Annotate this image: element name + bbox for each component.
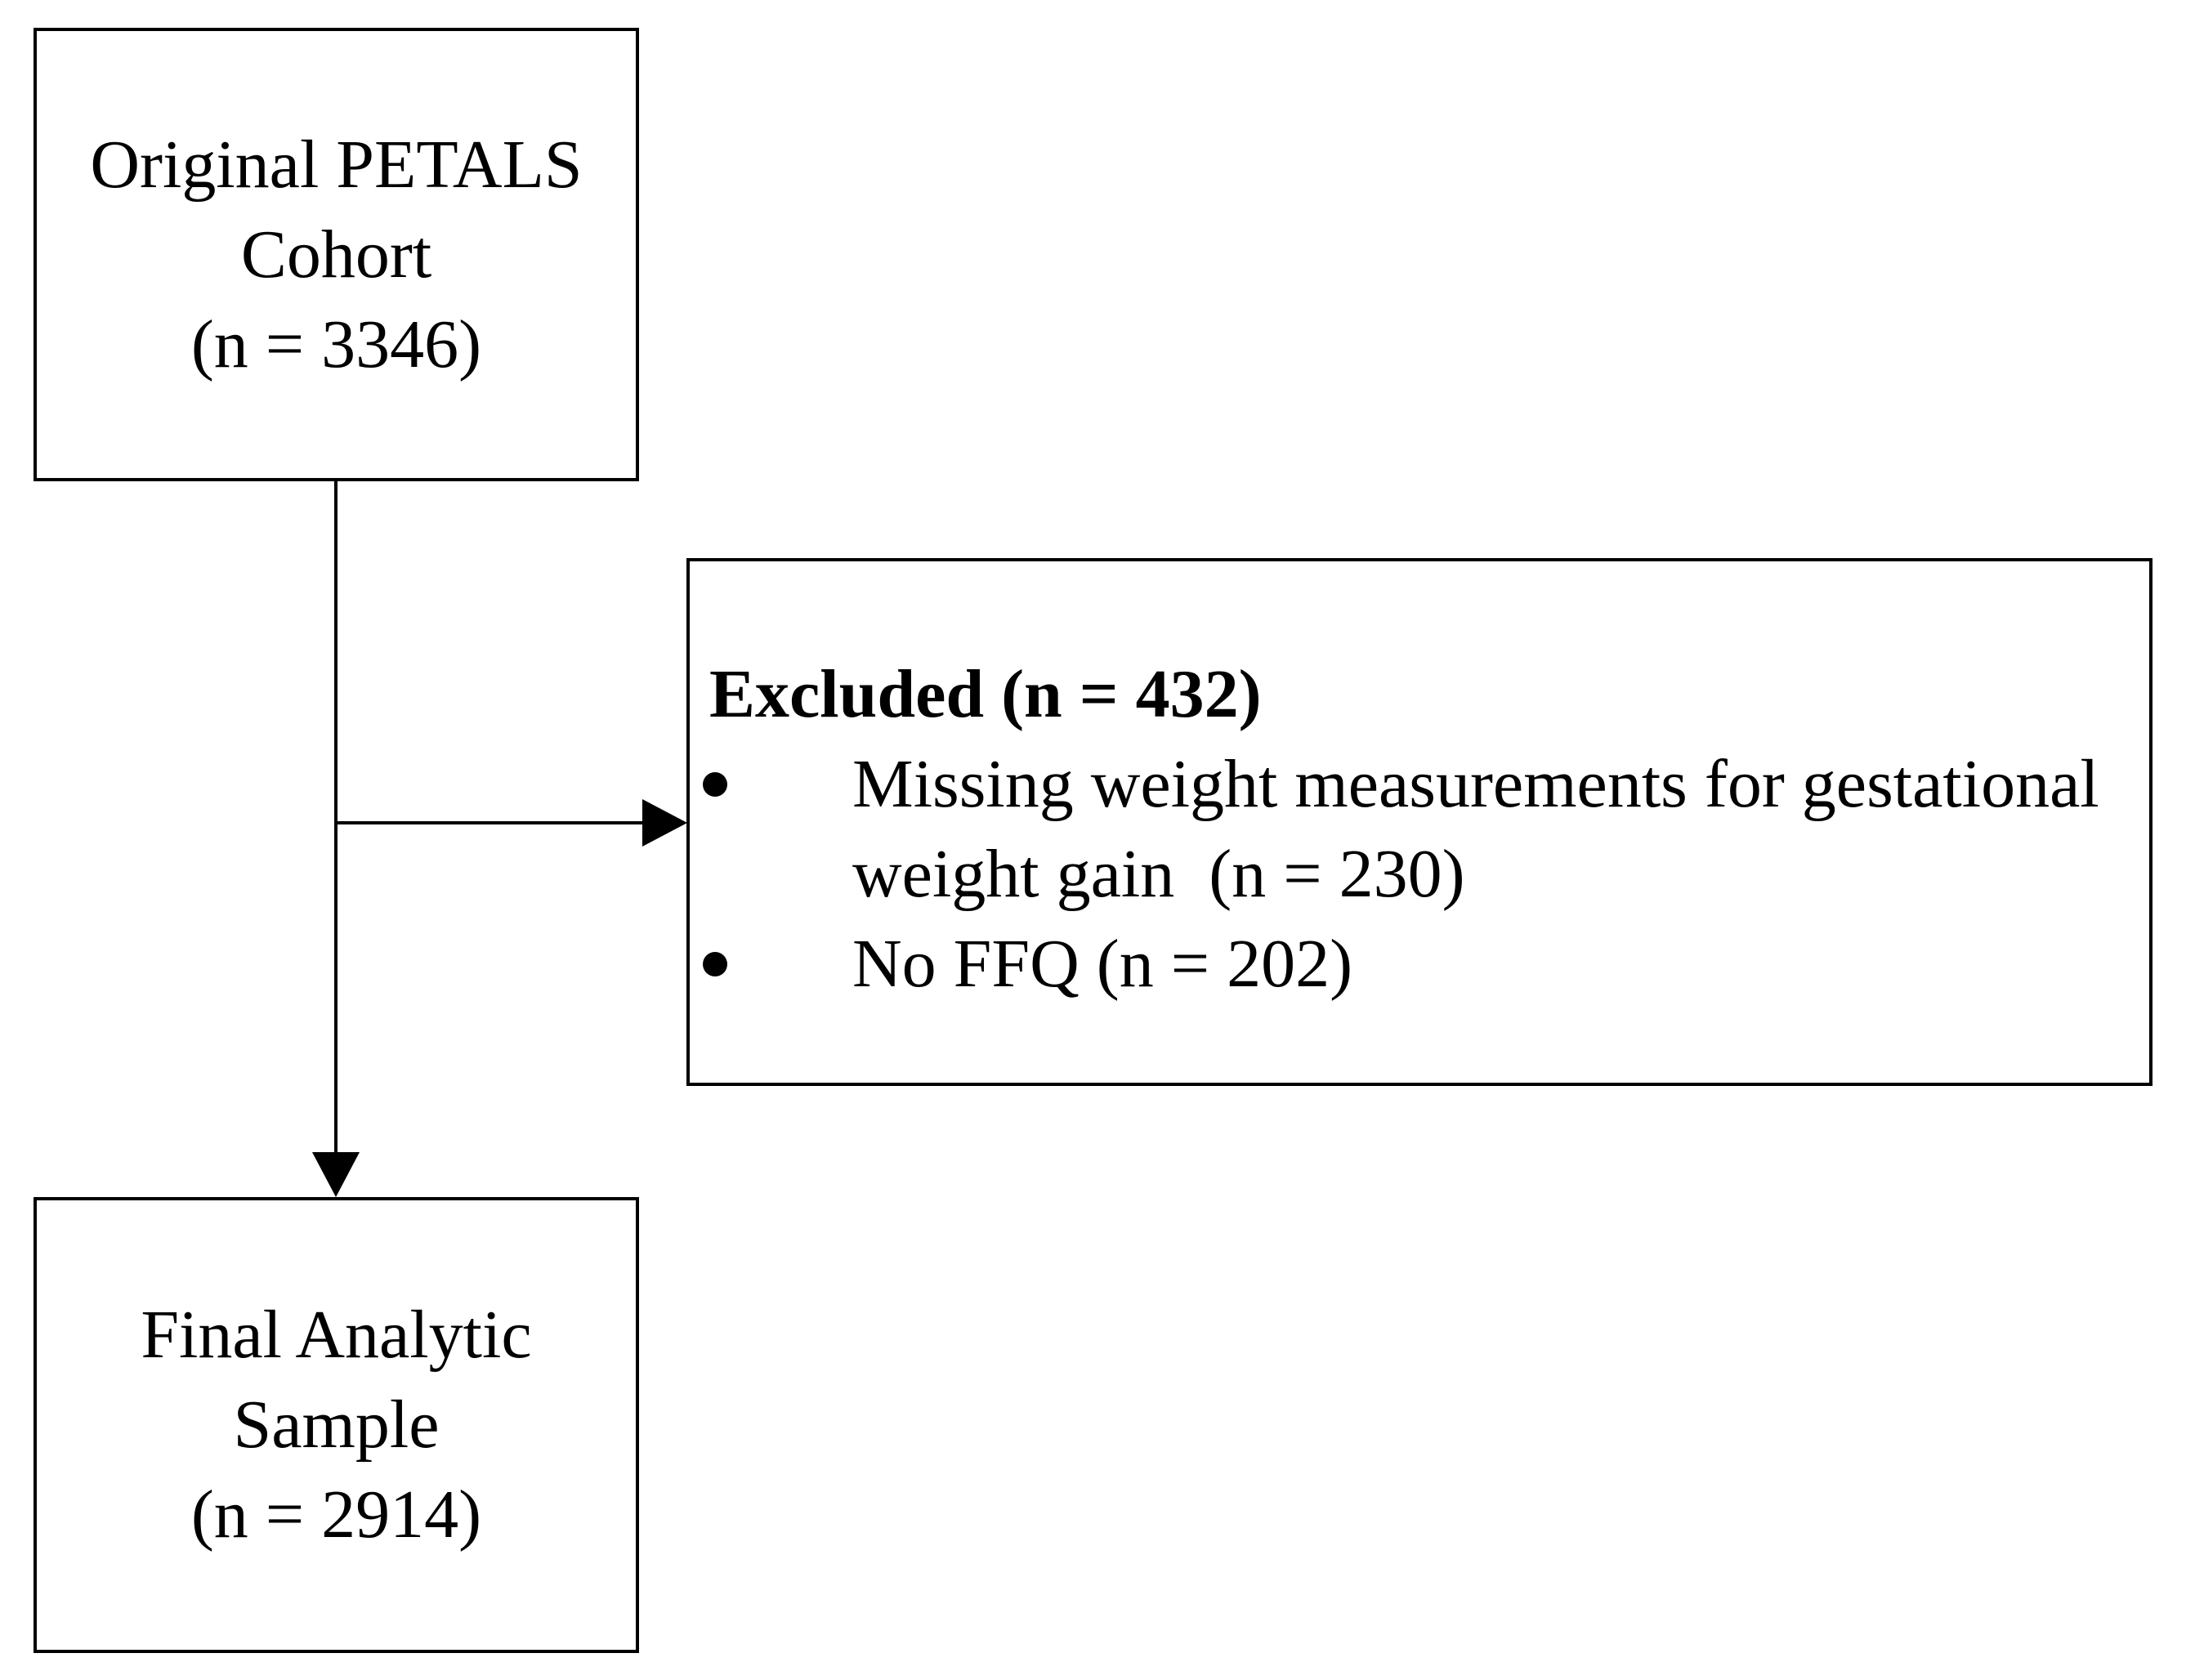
original-cohort-line-1: Original PETALS bbox=[90, 126, 583, 203]
flow-box-original-cohort: Original PETALS Cohort (n = 3346) bbox=[34, 28, 639, 481]
bullet-marker bbox=[703, 739, 727, 829]
excluded-heading: Excluded (n = 432) bbox=[709, 656, 1262, 732]
bullet-dot-icon bbox=[703, 772, 727, 797]
flow-box-final-sample: Final Analytic Sample (n = 2914) bbox=[34, 1197, 639, 1653]
excluded-bullet-text: Missing weight measurements for gestatio… bbox=[852, 746, 2099, 912]
final-sample-line-1: Final Analytic bbox=[141, 1297, 532, 1373]
excluded-bullet-item: No FFQ (n = 202) bbox=[690, 919, 2130, 1009]
bullet-dot-icon bbox=[703, 952, 727, 976]
arrow-right-line bbox=[336, 821, 644, 824]
final-sample-line-2: Sample bbox=[233, 1387, 440, 1463]
final-sample-line-3: (n = 2914) bbox=[190, 1477, 482, 1553]
original-cohort-line-2: Cohort bbox=[240, 216, 432, 293]
arrow-down-head-icon bbox=[312, 1152, 360, 1197]
arrow-down-line bbox=[334, 481, 338, 1154]
bullet-marker bbox=[703, 919, 727, 1009]
flow-box-excluded: Excluded (n = 432) Missing weight measur… bbox=[686, 558, 2152, 1086]
original-cohort-line-3: (n = 3346) bbox=[190, 306, 482, 382]
arrow-right-head-icon bbox=[642, 799, 687, 847]
excluded-bullet-item: Missing weight measurements for gestatio… bbox=[690, 739, 2130, 919]
excluded-bullet-text: No FFQ (n = 202) bbox=[852, 926, 1353, 1002]
